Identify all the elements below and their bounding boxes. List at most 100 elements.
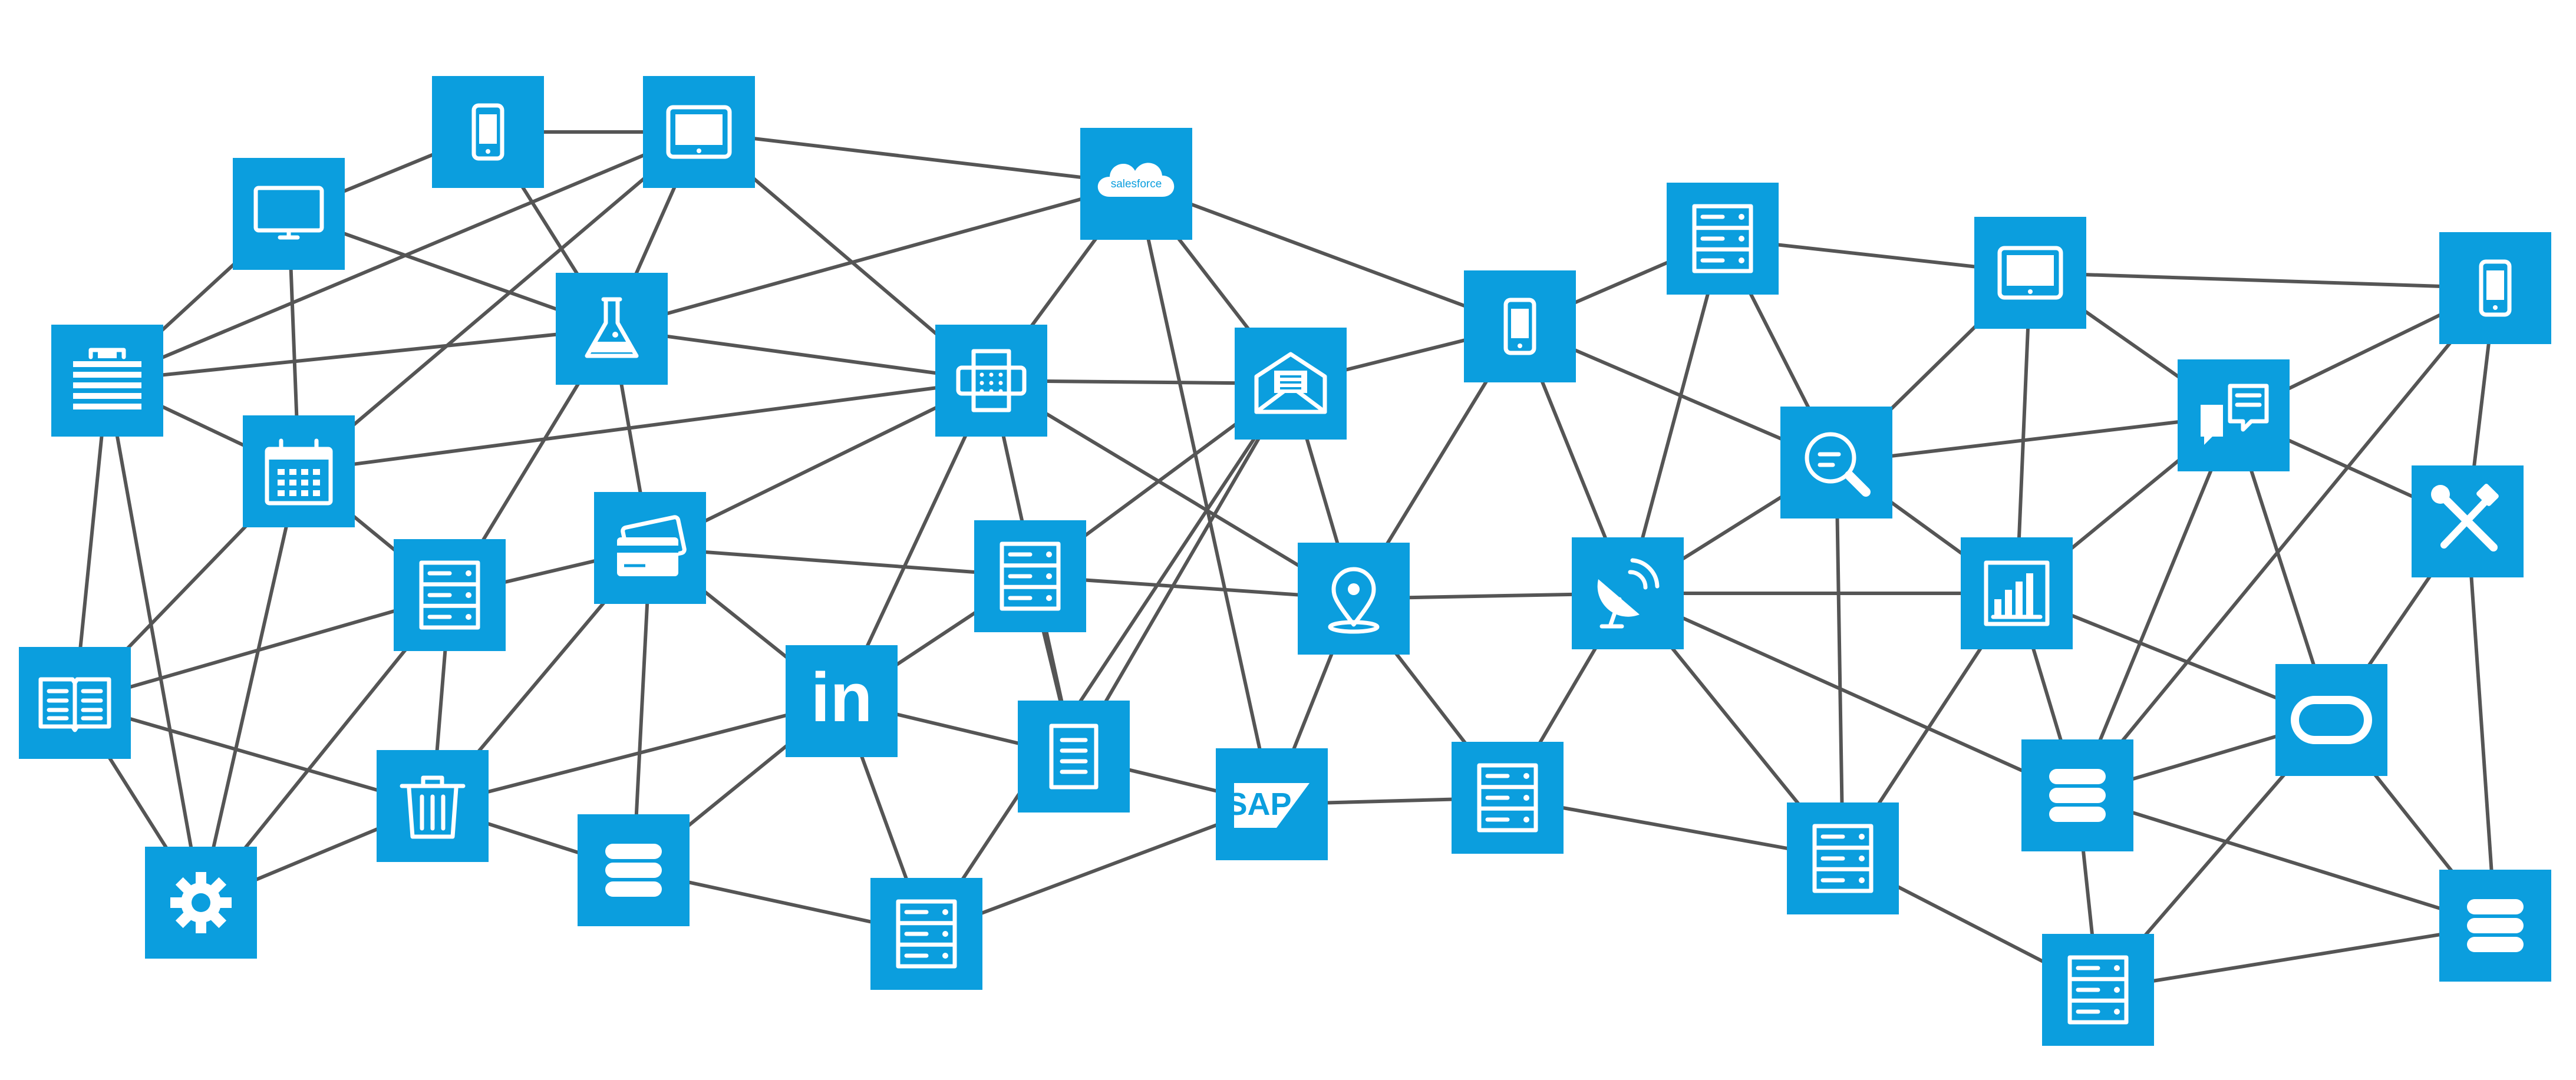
node-database (2021, 739, 2133, 851)
server-rack-icon (419, 560, 480, 630)
edge-n4-n29 (1134, 183, 1274, 805)
node-salesforce: salesforce (1080, 128, 1192, 240)
calendar-icon (265, 438, 333, 506)
edge-n6-n7 (2030, 271, 2496, 290)
chat-bubbles-icon (2201, 384, 2269, 445)
edge-n5-n21 (1626, 238, 1724, 594)
node-tablet (643, 76, 755, 188)
node-open-book (19, 647, 131, 759)
node-firewall (51, 325, 163, 437)
edge-n7-n32 (2076, 287, 2497, 797)
node-tools (2412, 465, 2524, 577)
email-envelope-icon (1254, 352, 1327, 414)
search-icon (1805, 432, 1871, 497)
node-server-rack (394, 539, 506, 651)
salesforce-label: salesforce (1111, 178, 1162, 190)
node-tile (786, 645, 898, 757)
map-pin-icon (1328, 567, 1380, 634)
edge-n15-n33 (199, 471, 301, 903)
server-rack-icon (1477, 763, 1538, 833)
node-server-rack (1452, 742, 1564, 854)
node-satellite-dish (1572, 537, 1684, 649)
node-linkedin: in (786, 645, 898, 757)
edge-n37-n34 (2097, 924, 2496, 992)
smartphone-icon (471, 103, 504, 161)
node-tile (1018, 701, 1130, 813)
credit-card-icon (617, 515, 687, 576)
node-server-rack (1787, 802, 1899, 914)
desktop-icon (253, 186, 324, 240)
node-tile (243, 415, 355, 527)
node-trash (377, 750, 489, 862)
node-fax-machine (935, 325, 1047, 437)
edge-n23-n27 (74, 701, 433, 808)
edge-n24-n27 (432, 699, 842, 808)
edge-n10-n33 (105, 380, 203, 903)
trash-icon (400, 775, 466, 839)
smartphone-icon (1503, 298, 1536, 355)
open-book-icon (38, 677, 111, 732)
server-rack-icon (1000, 541, 1061, 611)
node-sap: SAP (1216, 748, 1328, 860)
node-chat-bubbles (2178, 359, 2290, 471)
server-rack-icon (2067, 955, 2129, 1025)
edge-n14-n32 (2076, 414, 2235, 797)
server-rack-icon (896, 899, 957, 969)
edge-n4-n9 (611, 182, 1137, 331)
tablet-icon (1997, 246, 2063, 300)
server-rack-icon (1812, 824, 1874, 893)
edge-n13-n31 (1835, 462, 1845, 859)
node-credit-card (594, 492, 706, 604)
node-desktop (233, 158, 345, 270)
edge-n29-n35 (925, 802, 1273, 936)
node-tile (51, 325, 163, 437)
node-server-rack (870, 878, 982, 990)
edge-n4-n12 (1135, 182, 1521, 328)
edge-n11-n25 (1072, 382, 1292, 758)
sap-icon: SAP (1226, 783, 1310, 828)
node-calendar (243, 415, 355, 527)
edge-n32-n34 (2077, 794, 2496, 927)
node-tile (1780, 407, 1892, 518)
node-database (578, 814, 690, 926)
linkedin-label: in (811, 659, 873, 736)
node-tile (2178, 359, 2290, 471)
edge-n8-n20 (990, 379, 1355, 600)
edge-n3-n15 (298, 130, 700, 473)
edge-n13-n14 (1836, 414, 2234, 464)
satellite-dish-icon (1597, 558, 1660, 629)
linkedin-icon: in (811, 659, 873, 736)
edge-n18-n23 (74, 593, 450, 705)
edge-n16-n34 (2466, 521, 2497, 926)
gear-icon (170, 872, 232, 933)
node-server-rack (2042, 934, 2154, 1046)
document-icon (1049, 724, 1099, 790)
node-gear (145, 847, 257, 959)
database-icon (2049, 769, 2106, 822)
node-map-pin (1298, 543, 1410, 655)
sap-label: SAP (1226, 787, 1291, 822)
firewall-icon (73, 348, 141, 409)
tools-icon (2431, 484, 2499, 551)
edge-n11-n35 (925, 382, 1292, 935)
edge-n17-n19 (649, 546, 1031, 578)
node-tile (1572, 537, 1684, 649)
fax-machine-icon (956, 349, 1027, 412)
node-smartphone (2439, 232, 2551, 344)
node-search (1780, 407, 1892, 518)
salesforce-icon: salesforce (1097, 163, 1175, 197)
database-icon (2467, 899, 2524, 952)
lab-flask-icon (585, 297, 639, 358)
edge-n3-n4 (698, 130, 1137, 186)
edge-n9-n8 (611, 327, 992, 382)
database-icon (605, 844, 662, 897)
node-tablet (1974, 217, 2086, 329)
node-oracle (2275, 664, 2387, 776)
node-document (1018, 701, 1130, 813)
smartphone-icon (2479, 259, 2512, 317)
tablet-icon (666, 105, 732, 159)
oracle-icon (2291, 696, 2372, 744)
edge-n15-n8 (298, 379, 992, 473)
node-smartphone (432, 76, 544, 188)
